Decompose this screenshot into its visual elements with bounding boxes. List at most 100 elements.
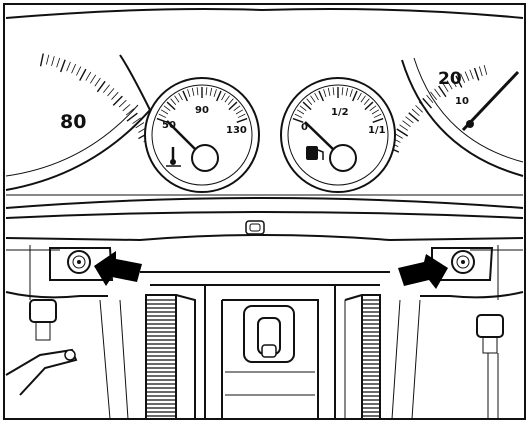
fuel-tick bbox=[292, 117, 304, 124]
tachometer-tick bbox=[478, 66, 483, 77]
speedometer-tick bbox=[118, 99, 127, 108]
temp-tick bbox=[227, 98, 234, 105]
temp-tick bbox=[228, 101, 238, 111]
fuel-tick bbox=[363, 98, 370, 105]
temp-tick bbox=[236, 117, 248, 124]
temp-tick bbox=[209, 87, 213, 96]
fuel-tick bbox=[369, 105, 377, 111]
fuel-tick bbox=[318, 90, 324, 102]
tachometer-tick bbox=[399, 124, 409, 131]
tachometer-label-10: 10 bbox=[455, 96, 469, 107]
speedometer-tick bbox=[122, 104, 131, 112]
temp-label-mid: 90 bbox=[195, 105, 209, 116]
tachometer-tick bbox=[422, 97, 432, 109]
fuel-tick bbox=[310, 95, 316, 103]
temp-tick bbox=[237, 113, 246, 118]
temp-label-max: 130 bbox=[226, 125, 247, 136]
temp-tick bbox=[166, 101, 176, 111]
fuel-tick bbox=[306, 98, 313, 105]
cluster-panel bbox=[5, 8, 524, 219]
left-column-corrugation bbox=[145, 294, 196, 420]
temp-tick bbox=[205, 87, 208, 96]
speedometer-tick bbox=[59, 59, 66, 73]
right-column-corrugation bbox=[344, 294, 381, 420]
temp-tick bbox=[216, 90, 222, 102]
fuel-tick bbox=[296, 109, 305, 115]
fuel-tick bbox=[357, 92, 362, 101]
speedometer-tick bbox=[103, 84, 110, 93]
speedometer-tick bbox=[79, 68, 87, 81]
speedometer-tick bbox=[45, 54, 50, 65]
fuel-pump-icon bbox=[306, 146, 324, 160]
tachometer-label-20: 20 bbox=[438, 69, 462, 89]
fuel-tick bbox=[294, 113, 303, 118]
tachometer-tick bbox=[434, 88, 441, 98]
fuel-tick bbox=[371, 109, 380, 115]
fuel-tick bbox=[323, 89, 327, 97]
tachometer-tick bbox=[455, 75, 463, 88]
fuel-needle-hub bbox=[329, 144, 357, 172]
tachometer-tick bbox=[460, 73, 466, 83]
fuel-tick bbox=[314, 92, 319, 101]
tachometer-tick bbox=[483, 65, 488, 75]
speedometer: 80 bbox=[5, 53, 156, 191]
fuel-needle bbox=[304, 121, 337, 153]
speedometer-tick bbox=[39, 53, 44, 67]
tachometer-tick bbox=[396, 128, 409, 137]
tachometer-tick bbox=[418, 101, 427, 110]
fuel-tick bbox=[299, 105, 307, 111]
steering-column bbox=[140, 271, 390, 419]
tachometer-tick bbox=[446, 80, 453, 90]
center-clip bbox=[245, 220, 265, 235]
fuel-gauge: 0 1/2 1/1 bbox=[280, 77, 396, 193]
speedometer-tick bbox=[51, 56, 55, 66]
left-screw-arrow bbox=[94, 251, 142, 286]
speedometer-tick bbox=[111, 91, 119, 100]
tachometer-tick bbox=[405, 116, 414, 124]
right-screw-arrow bbox=[398, 254, 448, 289]
fuel-tick bbox=[372, 117, 384, 124]
speedometer-tick bbox=[90, 74, 97, 84]
temp-tick bbox=[174, 95, 180, 103]
fuel-tick bbox=[341, 87, 344, 96]
temp-tick bbox=[235, 109, 244, 115]
speedometer-tick bbox=[112, 95, 123, 106]
fuel-label-max: 1/1 bbox=[368, 125, 386, 136]
speedometer-tick bbox=[76, 66, 82, 76]
speedometer-tick bbox=[56, 57, 61, 68]
speedometer-tick bbox=[66, 61, 71, 72]
coolant-temperature-icon bbox=[166, 147, 181, 167]
temperature-gauge: 50 90 130 bbox=[144, 77, 260, 193]
lower-left-fixtures bbox=[5, 299, 129, 420]
speedometer-tick bbox=[132, 117, 141, 124]
tachometer-tick bbox=[426, 94, 434, 104]
temp-tick bbox=[187, 89, 191, 97]
temp-tick bbox=[213, 89, 217, 97]
left-bracket bbox=[49, 247, 114, 281]
speedometer-tick bbox=[125, 108, 135, 116]
speedometer-tick bbox=[71, 63, 77, 74]
temp-tick bbox=[158, 113, 167, 118]
temp-tick bbox=[178, 92, 183, 101]
fuel-tick bbox=[302, 101, 312, 111]
lower-right-fixtures bbox=[391, 299, 504, 420]
fuel-tick bbox=[327, 87, 331, 96]
tachometer-tick bbox=[438, 85, 447, 98]
temp-tick bbox=[233, 105, 241, 111]
tachometer-tick bbox=[402, 120, 411, 127]
tachometer-tick bbox=[411, 108, 420, 117]
speedometer-tick bbox=[126, 112, 138, 122]
temp-needle-hub bbox=[191, 144, 219, 172]
speedometer-label-80: 80 bbox=[60, 111, 86, 133]
tachometer-tick bbox=[464, 71, 470, 81]
temp-tick bbox=[160, 109, 169, 115]
temp-needle bbox=[166, 120, 199, 153]
speedometer-tick bbox=[94, 77, 101, 87]
fuel-tick bbox=[352, 90, 358, 102]
temp-tick bbox=[156, 117, 168, 124]
speedometer-tick bbox=[135, 122, 145, 129]
tachometer-tick bbox=[473, 67, 480, 81]
temp-tick bbox=[163, 105, 171, 111]
fuel-tick bbox=[349, 89, 353, 97]
